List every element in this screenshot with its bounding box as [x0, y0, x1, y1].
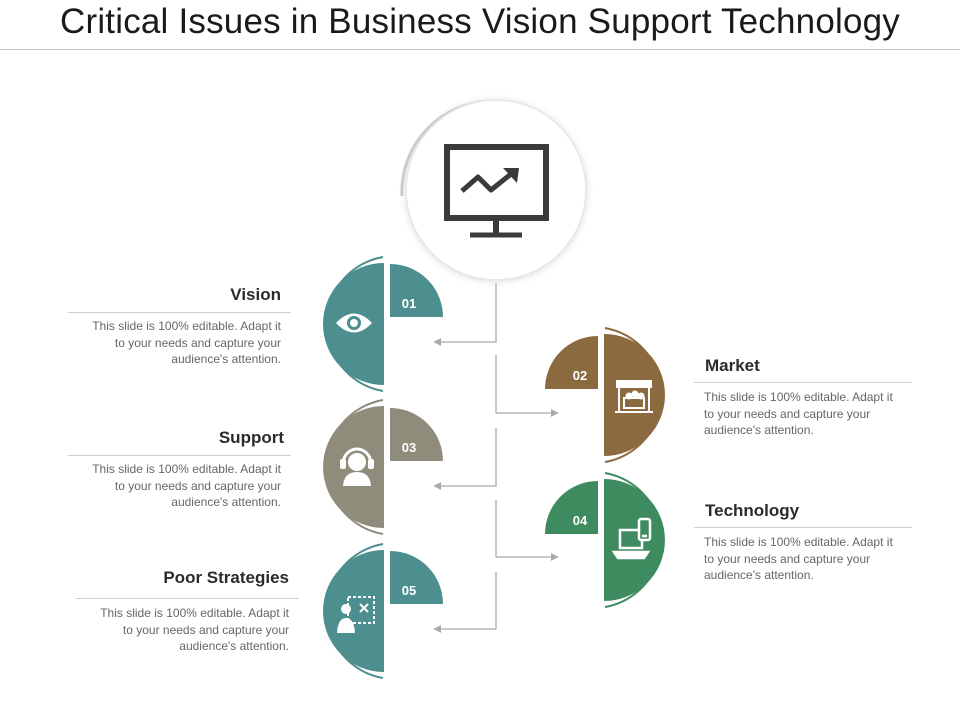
connector-02 — [495, 355, 559, 417]
vision-title: Vision — [230, 285, 281, 304]
slide-title: Critical Issues in Business Vision Suppo… — [59, 2, 901, 41]
strategy-board-icon — [337, 596, 375, 633]
technology-divider — [694, 527, 912, 528]
node-01-quarter — [390, 264, 443, 317]
node-02: 02 — [545, 327, 665, 463]
node-05: 05 — [323, 543, 443, 679]
node-05-half-circle — [323, 550, 384, 672]
node-04-quarter — [545, 481, 598, 534]
support-divider — [68, 455, 291, 456]
node-02-quarter — [545, 336, 598, 389]
poor-strategies-divider — [76, 598, 299, 599]
connector-04 — [495, 500, 559, 561]
node-01: 01 — [323, 256, 443, 392]
node-04-half-circle — [604, 479, 665, 601]
node-04-number: 04 — [573, 513, 588, 528]
center-circle — [405, 99, 587, 281]
poor-strategies-description: This slide is 100% editable. Adapt it to… — [100, 606, 289, 653]
node-03-quarter — [390, 408, 443, 461]
market-description: This slide is 100% editable. Adapt it to… — [704, 390, 893, 437]
connector-03 — [433, 428, 497, 490]
monitor-trend-icon — [444, 144, 549, 238]
vision-divider — [68, 312, 291, 313]
vision-description: This slide is 100% editable. Adapt it to… — [92, 319, 281, 366]
title-divider — [0, 49, 960, 50]
laptop-phone-icon — [611, 517, 652, 560]
support-title: Support — [218, 428, 284, 447]
headset-user-icon — [340, 447, 374, 486]
market-title: Market — [705, 356, 760, 375]
node-05-number: 05 — [402, 583, 416, 598]
market-divider — [694, 382, 912, 383]
node-01-number: 01 — [402, 296, 416, 311]
node-03: 03 — [323, 399, 443, 535]
support-description: This slide is 100% editable. Adapt it to… — [92, 462, 281, 509]
connectors — [433, 283, 559, 633]
node-03-number: 03 — [402, 440, 416, 455]
node-04: 04 — [545, 472, 665, 608]
technology-title: Technology — [705, 501, 800, 520]
node-05-quarter — [390, 551, 443, 604]
market-stall-icon — [615, 380, 653, 413]
connector-05 — [433, 572, 497, 633]
technology-description: This slide is 100% editable. Adapt it to… — [704, 535, 893, 582]
node-02-number: 02 — [573, 368, 587, 383]
eye-icon — [336, 313, 372, 333]
poor-strategies-title: Poor Strategies — [163, 568, 289, 587]
center-node — [400, 99, 588, 283]
connector-01 — [433, 283, 497, 346]
